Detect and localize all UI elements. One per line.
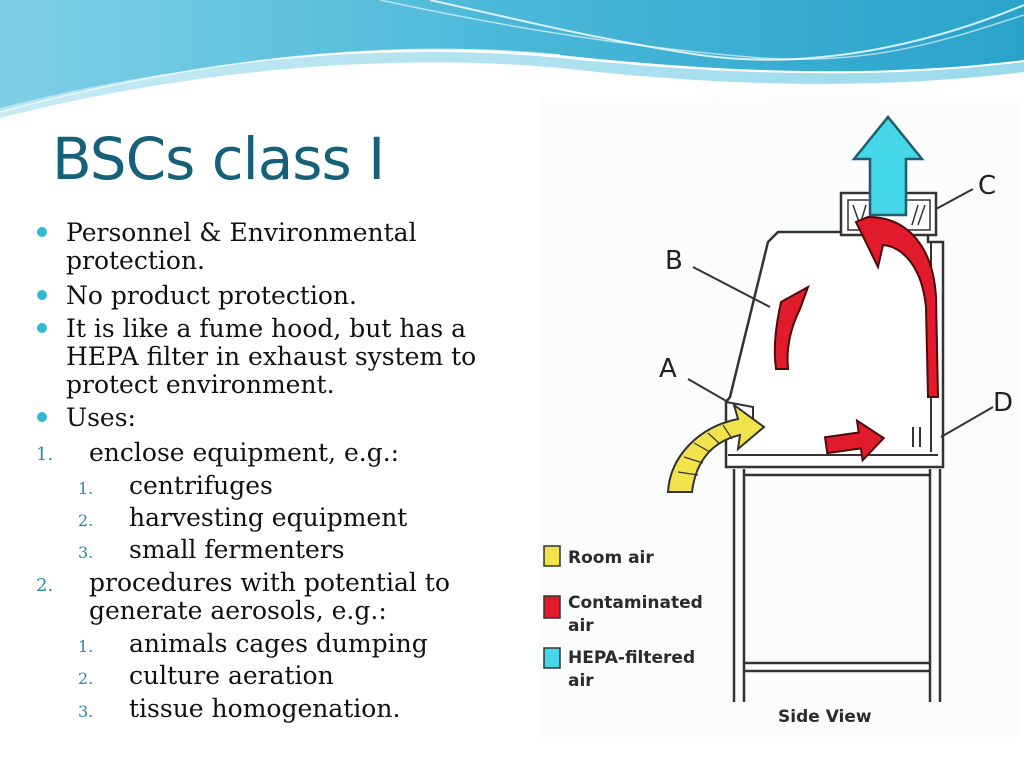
bullet-dot: [37, 227, 47, 237]
room-air-arrow: [666, 402, 766, 493]
legend-swatch-contaminated-air: [543, 595, 561, 619]
bullet-dot: [37, 323, 47, 333]
legend-label: HEPA-filtered: [568, 648, 695, 668]
bullet-text: Personnel & Environmental: [66, 218, 417, 247]
label-a: A: [659, 354, 677, 384]
bullet-dot: [37, 412, 47, 422]
legend-label: air: [568, 671, 594, 691]
bullet-text: It is like a fume hood, but has a: [66, 314, 467, 343]
bullet-text: HEPA filter in exhaust system to: [66, 342, 477, 371]
sublist-number: 3.: [78, 543, 94, 562]
bullet-dot: [37, 290, 47, 300]
contaminated-air-arrow: [773, 284, 810, 370]
pointer-line-c: [935, 188, 974, 210]
diagram-caption: Side View: [778, 707, 872, 727]
sublist-number: 3.: [78, 702, 94, 721]
cabinet-stand: [732, 469, 942, 702]
list-number: 2.: [36, 575, 54, 596]
legend-label: Room air: [568, 548, 654, 568]
sash-opening: [725, 401, 754, 419]
legend-swatch-hepa-filtered-air: [543, 647, 561, 669]
bullet-text: No product protection.: [66, 281, 357, 310]
header-wave-decoration: [0, 0, 1024, 118]
sublist-number: 1.: [78, 637, 94, 656]
label-b: B: [665, 246, 683, 276]
pointer-line-d: [940, 406, 994, 438]
sublist-item-text: tissue homogenation.: [129, 694, 401, 723]
bullet-text: protection.: [66, 246, 205, 275]
slide-title: BSCs class I: [52, 125, 385, 193]
hepa-filtered-air-arrow: [851, 115, 925, 217]
bullet-text: protect environment.: [66, 370, 335, 399]
sublist-item-text: harvesting equipment: [129, 503, 408, 532]
sublist-item-text: small fermenters: [129, 535, 345, 564]
bullet-list: Personnel & Environmental protection. No…: [36, 218, 477, 723]
sublist-number: 1.: [78, 479, 94, 498]
list-item-text: enclose equipment, e.g.:: [89, 438, 400, 467]
label-c: C: [978, 171, 996, 201]
contaminated-air-arrow: [854, 215, 940, 398]
sublist-item-text: animals cages dumping: [129, 629, 428, 658]
sublist-item-text: culture aeration: [129, 661, 334, 690]
legend-label: Contaminated: [568, 593, 703, 613]
list-number: 1.: [36, 444, 54, 465]
bullet-text: Uses:: [66, 403, 136, 432]
legend-swatch-room-air: [543, 545, 561, 567]
list-item-text: procedures with potential to: [89, 568, 450, 597]
sublist-number: 2.: [78, 511, 94, 530]
pointer-line-b: [692, 266, 771, 308]
list-item-text: generate aerosols, e.g.:: [89, 596, 387, 625]
label-d: D: [993, 388, 1013, 418]
contaminated-air-arrow: [823, 418, 886, 463]
sublist-number: 2.: [78, 669, 94, 688]
sublist-item-text: centrifuges: [129, 471, 273, 500]
pointer-line-a: [687, 378, 729, 403]
bsc-side-view-diagram: B A C D Room air Contaminated air HEPA-f…: [538, 97, 1018, 737]
diagram-legend: Room air Contaminated air HEPA-filtered …: [543, 545, 703, 691]
legend-label: air: [568, 616, 594, 636]
